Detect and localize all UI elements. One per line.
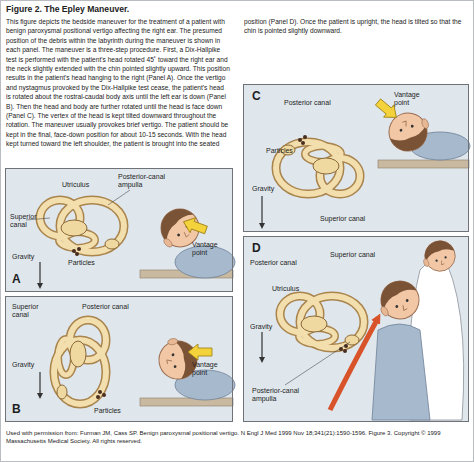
particle (75, 252, 79, 256)
part-label: Gravity (12, 253, 34, 261)
figure-panel: D Posterior canal Superior canalUtriculusG… (243, 236, 469, 422)
gravity-arrow (261, 196, 262, 226)
particle (343, 349, 347, 353)
vantage-arrow (181, 214, 209, 237)
part-label: Particles (266, 147, 293, 155)
doctor-head (418, 237, 459, 277)
part-label: Posterior canal (284, 99, 344, 107)
panel-letter: D (252, 242, 261, 255)
part-label: Superior canal (12, 303, 48, 319)
part-label: Posterior canal (82, 303, 142, 311)
part-label: Posterior-canal ampulla (118, 173, 180, 189)
part-label: Particles (68, 259, 95, 267)
particle (301, 141, 305, 145)
part-label: Posterior canal (250, 259, 300, 267)
labyrinth (40, 200, 124, 252)
part-label: Vantage point (192, 361, 230, 377)
motion-arrow (330, 318, 378, 410)
particle (303, 135, 307, 139)
particle (96, 395, 100, 399)
part-label: Gravity (12, 361, 34, 369)
panel-letter: C (252, 90, 261, 103)
part-label: Superior canal (320, 215, 365, 223)
table (140, 398, 233, 406)
part-label: Particles (94, 407, 121, 415)
particle (77, 247, 81, 251)
source-note: Used with permission from: Furman JM, Ca… (6, 429, 468, 445)
part-label: Superior canal (330, 251, 390, 259)
part-label: Gravity (250, 323, 272, 331)
part-label: Superior canal (10, 213, 44, 229)
part-label: Posterior-canal ampulla (252, 387, 312, 403)
gravity-arrow (261, 332, 262, 360)
panel-background (243, 236, 469, 422)
part-label: Gravity (252, 185, 274, 193)
figure-panel: A Superior canal Utriculus Posterior-canal … (5, 168, 233, 292)
panel-background (5, 296, 233, 422)
part-label: Vantage point (394, 91, 434, 107)
particle (98, 390, 102, 394)
table (378, 160, 469, 168)
panel-background (243, 84, 469, 232)
gravity-arrow (39, 262, 40, 286)
vantage-arrow (188, 344, 212, 360)
particle (72, 249, 76, 253)
panel-letter: A (12, 273, 21, 286)
part-label: Vantage point (192, 241, 230, 257)
figure-panel: C Posterior canalParticles Vantage pointGr… (243, 84, 469, 232)
particle (298, 138, 302, 142)
part-label: Utriculus (62, 181, 89, 189)
leader-line (108, 190, 130, 205)
leader-line (285, 342, 350, 385)
labyrinth (54, 320, 106, 404)
particle (102, 393, 106, 397)
figure-title: Figure 2. The Epley Maneuver. (6, 4, 129, 14)
part-label: Utriculus (272, 285, 299, 293)
gravity-arrow (39, 372, 40, 396)
patient-body (372, 324, 430, 420)
panel-letter: B (12, 403, 21, 416)
labyrinth (280, 296, 364, 348)
figure-panel: Superior canal Posterior canalB Particles G… (5, 296, 233, 422)
